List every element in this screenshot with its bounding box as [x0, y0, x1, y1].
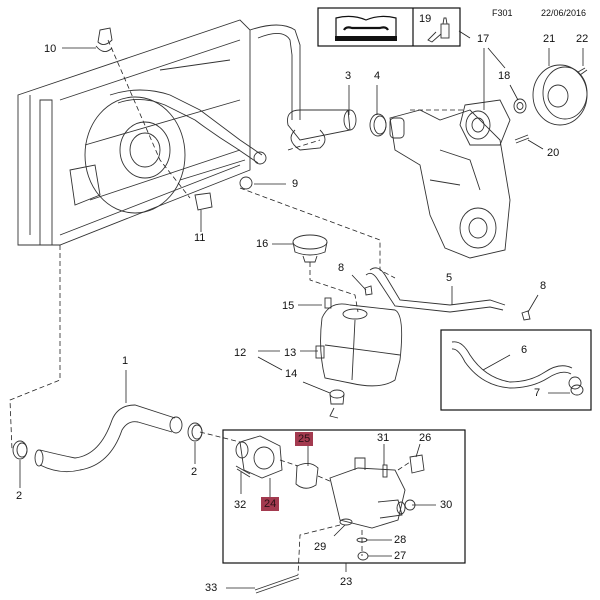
- callout-leader-lines: [19, 47, 584, 589]
- callout-26[interactable]: 26: [419, 432, 432, 444]
- callout-32[interactable]: 32: [234, 499, 247, 511]
- callout-19[interactable]: 19: [419, 13, 432, 25]
- part-20-bolt: [514, 134, 530, 144]
- callout-21[interactable]: 21: [543, 33, 556, 45]
- part-29-seal: [339, 518, 353, 526]
- callout-10[interactable]: 10: [44, 43, 57, 55]
- thermostat-housing-body: [329, 457, 406, 529]
- callout-2-right[interactable]: 2: [191, 466, 198, 478]
- callout-24-highlighted[interactable]: 24: [261, 497, 280, 511]
- diagram-code: F301: [492, 8, 513, 18]
- upper-hose: [109, 24, 301, 164]
- part-10-clip: [95, 27, 113, 52]
- callout-11[interactable]: 11: [194, 232, 206, 244]
- part-5-hose: [365, 267, 506, 313]
- callout-14[interactable]: 14: [285, 368, 298, 380]
- callout-4[interactable]: 4: [374, 70, 381, 82]
- part-24-thermostat: [235, 435, 283, 479]
- callout-27[interactable]: 27: [394, 550, 407, 562]
- part-26-gasket: [409, 454, 425, 474]
- callout-15[interactable]: 15: [282, 300, 295, 312]
- part-21-pulley: [532, 64, 588, 126]
- part-3-hose-elbow: [287, 109, 357, 151]
- callout-17[interactable]: 17: [477, 33, 490, 45]
- part-22-bolt: [577, 67, 588, 76]
- repair-manual-icon: [335, 15, 397, 41]
- callout-7[interactable]: 7: [534, 387, 541, 399]
- callout-2-left[interactable]: 2: [16, 490, 23, 502]
- callout-6[interactable]: 6: [521, 344, 528, 356]
- part-2-clamp-right: [187, 422, 203, 442]
- thermostat-housing-box: [222, 429, 466, 564]
- part-4-clamp: [369, 113, 387, 137]
- callout-33[interactable]: 33: [205, 582, 218, 594]
- part-15-clip: [324, 297, 332, 309]
- part-17-water-pump: [459, 99, 511, 146]
- part-25-gasket: [295, 463, 319, 489]
- part-33-bolt: [254, 574, 300, 594]
- callout-12[interactable]: 12: [234, 347, 247, 359]
- engine-front-cover: [389, 109, 511, 259]
- part-32-bolt: [235, 465, 251, 478]
- callout-9[interactable]: 9: [292, 178, 299, 190]
- part-9-clip: [239, 151, 267, 190]
- part-31-pin: [382, 464, 388, 478]
- callout-13[interactable]: 13: [284, 347, 297, 359]
- callout-22[interactable]: 22: [576, 33, 589, 45]
- part-13-bracket: [315, 345, 325, 359]
- part-2-clamp-left: [12, 440, 28, 460]
- callout-1[interactable]: 1: [122, 355, 129, 367]
- part-6-hose: [451, 341, 573, 389]
- diagram-date: 22/06/2016: [541, 8, 587, 18]
- callout-20[interactable]: 20: [547, 147, 560, 159]
- callout-23[interactable]: 23: [340, 576, 353, 588]
- header-icon-box: [317, 7, 471, 47]
- inset-box-hose-6: [440, 329, 592, 411]
- callout-29[interactable]: 29: [314, 541, 327, 553]
- callout-3[interactable]: 3: [345, 70, 352, 82]
- part-14-level-sensor: [329, 389, 345, 419]
- part-12-expansion-tank: [320, 303, 403, 387]
- callout-30[interactable]: 30: [440, 499, 453, 511]
- part-27-plug: [357, 551, 369, 561]
- part-1-lower-hose: [34, 404, 183, 473]
- callout-31[interactable]: 31: [377, 432, 390, 444]
- callout-18[interactable]: 18: [498, 70, 511, 82]
- part-8-clip: [364, 285, 531, 321]
- part-18-seal: [513, 98, 527, 114]
- sealant-tube-icon: [427, 17, 450, 43]
- assembly-guide-lines: [9, 39, 465, 576]
- callout-25-highlighted[interactable]: 25: [295, 432, 314, 446]
- part-7-clamp: [568, 376, 584, 396]
- callout-8-tank[interactable]: 8: [338, 262, 345, 274]
- callout-16[interactable]: 16: [256, 238, 269, 250]
- radiator-fan-assembly: [17, 19, 251, 246]
- part-11-clip: [194, 192, 213, 211]
- callout-28[interactable]: 28: [394, 534, 407, 546]
- callout-8-hose[interactable]: 8: [540, 280, 547, 292]
- part-16-filler-cap: [292, 234, 328, 263]
- callout-5[interactable]: 5: [446, 272, 453, 284]
